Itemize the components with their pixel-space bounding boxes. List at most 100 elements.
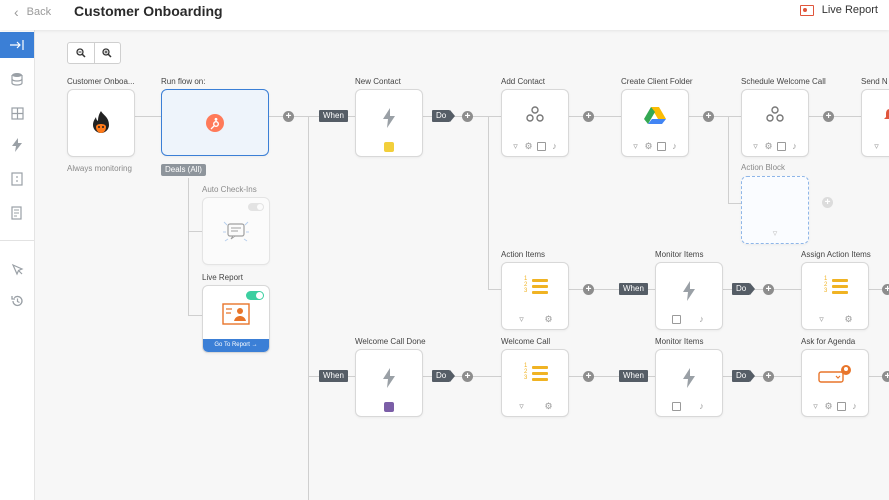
google-drive-icon <box>644 107 666 124</box>
filter-icon[interactable]: ▿ <box>633 141 638 151</box>
checkbox-icon[interactable] <box>537 142 546 151</box>
add-step-button[interactable]: + <box>583 111 594 122</box>
add-step-button[interactable]: + <box>703 111 714 122</box>
back-button[interactable]: ‹ Back <box>14 4 51 20</box>
auto-checkins-node[interactable] <box>202 197 270 265</box>
checkbox-icon[interactable] <box>837 402 846 411</box>
new-contact-node[interactable] <box>355 89 423 157</box>
connector <box>134 116 161 117</box>
gear-icon[interactable]: ⚙ <box>844 314 853 324</box>
zoom-out-button[interactable] <box>68 43 95 63</box>
sidebar-item-grid[interactable] <box>0 100 34 126</box>
connector <box>568 116 622 117</box>
node-label: Add Contact <box>501 77 546 86</box>
sidebar-item-flow[interactable] <box>0 32 34 58</box>
checkbox-icon[interactable] <box>672 315 681 324</box>
filter-icon[interactable]: ▿ <box>513 141 518 151</box>
connector <box>722 289 802 290</box>
action-block-placeholder[interactable]: ▿ <box>741 176 809 244</box>
sidebar-item-cursor[interactable] <box>0 256 34 282</box>
bell-icon[interactable]: ♪ <box>852 401 857 411</box>
filter-icon[interactable]: ▿ <box>753 141 758 151</box>
gear-icon[interactable]: ⚙ <box>824 401 833 411</box>
sidebar-item-list[interactable] <box>0 166 34 192</box>
node-label: Schedule Welcome Call <box>741 77 826 86</box>
live-report-button[interactable]: Live Report <box>799 4 878 16</box>
add-step-button[interactable]: + <box>583 371 594 382</box>
node-label: New Contact <box>355 77 401 86</box>
schedule-call-node[interactable]: ▿ ⚙ ♪ <box>741 89 809 157</box>
filter-icon[interactable]: ▿ <box>819 314 824 324</box>
do-tag: Do <box>732 370 756 382</box>
add-step-button[interactable]: + <box>583 284 594 295</box>
add-step-button[interactable]: + <box>462 111 473 122</box>
live-report-node[interactable]: Go To Report → <box>202 285 270 353</box>
filter-icon[interactable]: ▿ <box>519 401 524 411</box>
node-label: Send N <box>861 77 888 86</box>
ask-agenda-node[interactable]: ▿ ⚙ ♪ <box>801 349 869 417</box>
deals-badge[interactable]: Deals (All) <box>161 164 206 176</box>
filter-icon[interactable]: ▿ <box>874 141 879 151</box>
live-report-toggle[interactable] <box>246 291 264 300</box>
go-to-report-label: Go To Report <box>214 342 250 348</box>
add-step-button[interactable]: + <box>462 371 473 382</box>
add-step-button[interactable]: + <box>882 284 889 295</box>
bell-icon[interactable]: ♪ <box>792 141 797 151</box>
filter-icon[interactable]: ▿ <box>813 401 818 411</box>
auto-checkins-toggle[interactable] <box>248 203 264 211</box>
monitor-items-node[interactable]: ♪ <box>655 349 723 417</box>
bell-icon[interactable]: ♪ <box>552 141 557 151</box>
gear-icon[interactable]: ⚙ <box>764 141 773 151</box>
send-node[interactable]: ▿ <box>861 89 889 157</box>
monitor-items-node[interactable]: ♪ <box>655 262 723 330</box>
node-label: Action Block <box>741 163 786 172</box>
sidebar-item-history[interactable] <box>0 288 34 314</box>
connector <box>421 116 501 117</box>
sidebar-item-notes[interactable] <box>0 200 34 226</box>
add-contact-node[interactable]: ▿ ⚙ ♪ <box>501 89 569 157</box>
list-icon <box>11 172 23 186</box>
bell-icon[interactable]: ♪ <box>699 401 704 411</box>
node-label: Live Report <box>202 273 243 282</box>
add-step-button[interactable]: + <box>763 371 774 382</box>
checkbox-icon[interactable] <box>657 142 666 151</box>
add-step-button[interactable]: + <box>882 371 889 382</box>
checkbox-icon[interactable] <box>777 142 786 151</box>
add-step-button[interactable]: + <box>823 111 834 122</box>
gear-icon[interactable]: ⚙ <box>644 141 653 151</box>
when-tag: When <box>319 370 348 382</box>
node-label: Customer Onboa... <box>67 77 135 86</box>
trigger-node[interactable] <box>67 89 135 157</box>
sidebar-item-triggers[interactable] <box>0 132 34 158</box>
when-tag: When <box>619 370 648 382</box>
create-folder-node[interactable]: ▿ ⚙ ♪ <box>621 89 689 157</box>
zoom-in-button[interactable] <box>95 43 121 63</box>
connector <box>728 116 729 203</box>
filter-icon[interactable]: ▿ <box>772 228 778 238</box>
node-toolbar: ▿ ⚙ <box>502 315 568 324</box>
node-toolbar: ▿ ⚙ <box>802 315 868 324</box>
add-step-button[interactable]: + <box>283 111 294 122</box>
filter-icon[interactable]: ▿ <box>519 314 524 324</box>
bell-icon[interactable]: ♪ <box>672 141 677 151</box>
bell-icon[interactable]: ♪ <box>699 314 704 324</box>
live-report-label: Live Report <box>821 4 878 16</box>
add-step-button[interactable]: + <box>763 284 774 295</box>
checkbox-icon[interactable] <box>672 402 681 411</box>
gear-icon[interactable]: ⚙ <box>524 141 533 151</box>
sidebar-item-database[interactable] <box>0 66 34 92</box>
welcome-call-done-node[interactable] <box>355 349 423 417</box>
notes-icon <box>11 206 22 220</box>
go-to-report-button[interactable]: Go To Report → <box>203 339 269 352</box>
when-tag: When <box>619 283 648 295</box>
run-flow-node[interactable] <box>161 89 269 156</box>
add-step-button[interactable]: + <box>822 197 833 208</box>
page-title: Customer Onboarding <box>74 3 223 19</box>
connector <box>188 178 189 315</box>
database-icon <box>11 73 23 86</box>
gear-icon[interactable]: ⚙ <box>544 314 553 324</box>
gear-icon[interactable]: ⚙ <box>544 401 553 411</box>
